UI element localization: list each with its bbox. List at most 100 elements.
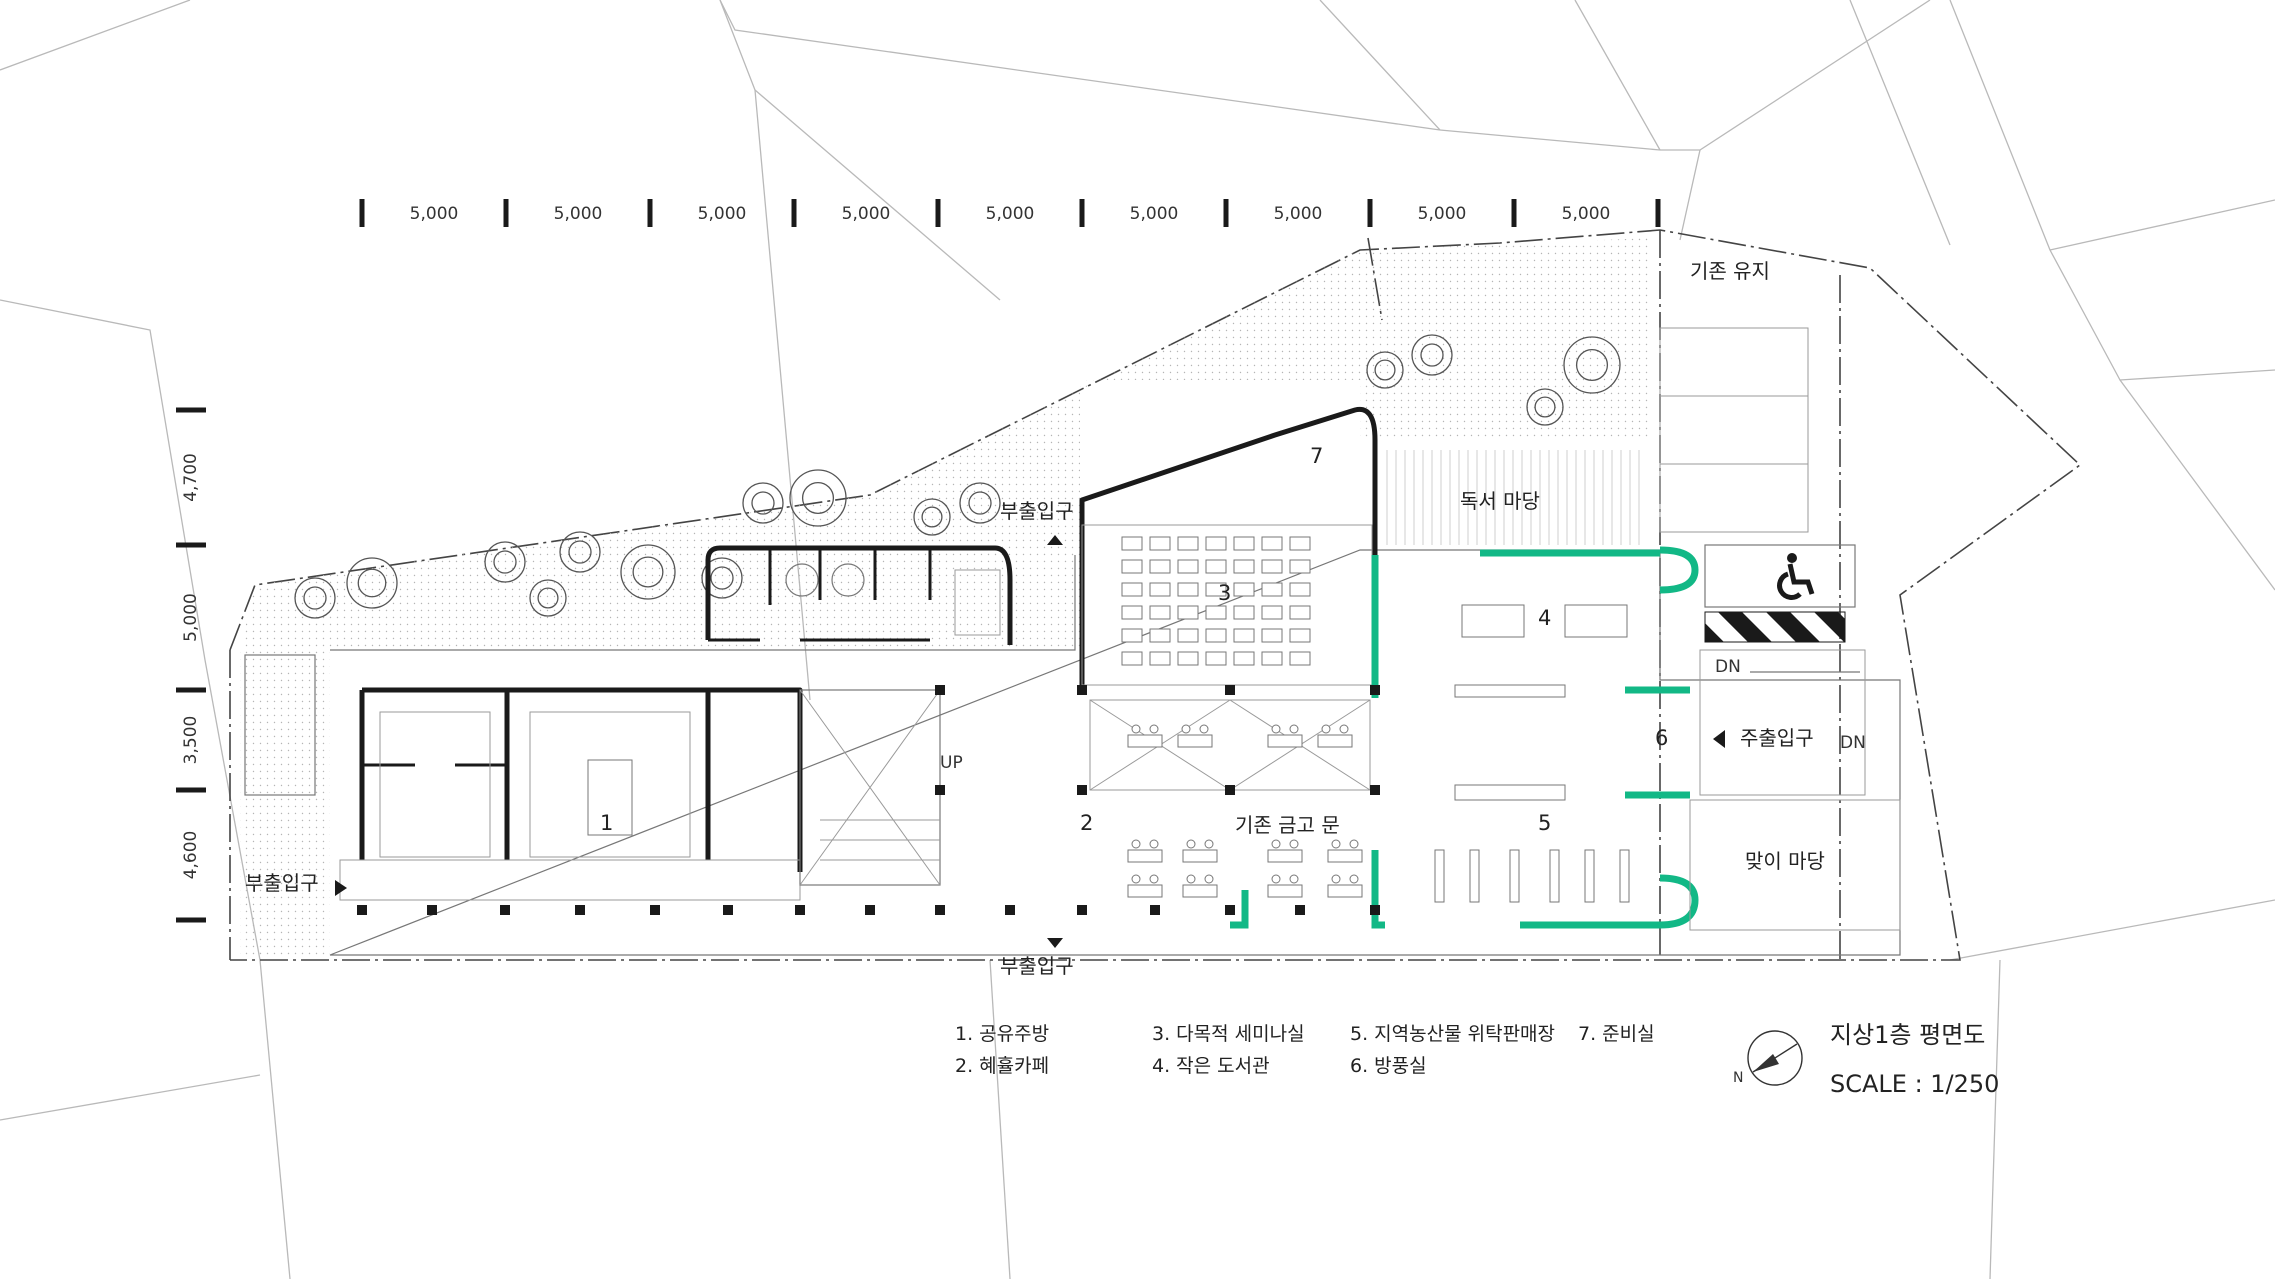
column (1225, 785, 1235, 795)
cafe-table (1267, 724, 1303, 748)
seat (1177, 651, 1199, 666)
column (650, 905, 660, 915)
column (1077, 905, 1087, 915)
column (1370, 905, 1380, 915)
tree-icon (484, 541, 526, 583)
seat (1261, 651, 1283, 666)
cafe-table (1127, 724, 1163, 748)
label-dn-right: DN (1840, 733, 1866, 753)
column (357, 905, 367, 915)
column (1370, 685, 1380, 695)
seat (1205, 536, 1227, 551)
seat (1149, 605, 1171, 620)
dimension-label: 5,000 (698, 204, 747, 224)
label-existing-keep: 기존 유지 (1690, 259, 1770, 283)
dimension-label: 5,000 (554, 204, 603, 224)
shelf (1619, 849, 1630, 903)
room-number-4: 4 (1538, 606, 1551, 630)
tree-icon (1366, 351, 1404, 389)
dimension-label: 5,000 (181, 593, 201, 642)
column (1370, 785, 1380, 795)
seat (1205, 651, 1227, 666)
library-tables (1461, 604, 1628, 638)
seat (1177, 628, 1199, 643)
tree-icon (1563, 336, 1621, 394)
legend-item-2: 2. 혜휼카페 (955, 1055, 1049, 1077)
seat (1289, 582, 1311, 597)
seat (1233, 651, 1255, 666)
column (575, 905, 585, 915)
column (1225, 905, 1235, 915)
shelf (1549, 849, 1560, 903)
room-number-6: 6 (1655, 726, 1668, 750)
dimension-label: 5,000 (1130, 204, 1179, 224)
label-reading-yard: 독서 마당 (1460, 489, 1540, 513)
dimension-label: 5,000 (986, 204, 1035, 224)
seat (1205, 559, 1227, 574)
retail-counter (1454, 784, 1566, 801)
cafe-table (1267, 874, 1303, 898)
column (427, 905, 437, 915)
cafe-tables (1127, 724, 1363, 898)
column (500, 905, 510, 915)
tree-icon (701, 557, 743, 599)
seat (1121, 536, 1143, 551)
tree-icon (559, 531, 601, 573)
seat (1261, 536, 1283, 551)
column (865, 905, 875, 915)
kitchen-walls (339, 687, 803, 901)
label-welcome-yard: 맞이 마당 (1745, 849, 1825, 873)
seat (1121, 628, 1143, 643)
tree-icon (294, 577, 336, 619)
dimension-label: 3,500 (181, 716, 201, 765)
horizontal-dimensions: 5,000 5,000 5,000 5,000 5,000 5,000 5,000 5,000… (359, 199, 1661, 227)
library-shelf (1454, 684, 1566, 698)
seat (1289, 605, 1311, 620)
dimension-label: 5,000 (1418, 204, 1467, 224)
seat (1121, 582, 1143, 597)
column (1150, 905, 1160, 915)
legend-item-7: 7. 준비실 (1578, 1023, 1655, 1045)
seat (1261, 582, 1283, 597)
seat (1149, 628, 1171, 643)
toilet-block (705, 545, 1013, 645)
label-up: UP (940, 753, 963, 773)
cafe-table (1317, 724, 1353, 748)
column (1225, 685, 1235, 695)
library-table (1564, 604, 1628, 638)
dimension-label: 5,000 (1274, 204, 1323, 224)
tree-icon (959, 482, 1001, 524)
seat (1233, 582, 1255, 597)
drawing-title: 지상1층 평면도 (1830, 1021, 1985, 1049)
seat (1149, 536, 1171, 551)
tree-icon (742, 482, 784, 524)
seminar-seats (1121, 536, 1311, 666)
label-existing-vault-door: 기존 금고 문 (1235, 813, 1340, 837)
reading-yard-deck (1385, 450, 1640, 545)
seat (1205, 582, 1227, 597)
dimension-label: 5,000 (410, 204, 459, 224)
room-number-2: 2 (1080, 811, 1093, 835)
hatched-zone (1704, 611, 1846, 643)
tree-icon (529, 579, 567, 617)
column (1077, 785, 1087, 795)
shelf (1509, 849, 1520, 903)
legend-item-6: 6. 방풍실 (1350, 1055, 1427, 1077)
seat (1205, 628, 1227, 643)
label-main-entrance: 주출입구 (1740, 726, 1814, 750)
tree-icon (789, 469, 847, 527)
dimension-label: 5,000 (842, 204, 891, 224)
room-numbers: 1 2 3 4 5 6 7 (600, 444, 1668, 835)
room-number-1: 1 (600, 811, 613, 835)
cafe-table (1127, 839, 1163, 863)
cafe-table (1267, 839, 1303, 863)
landscape-area (240, 238, 1650, 955)
dimension-label: 5,000 (1562, 204, 1611, 224)
column (935, 905, 945, 915)
column (935, 685, 945, 695)
shelf (1469, 849, 1480, 903)
stair (799, 689, 941, 886)
seat (1149, 559, 1171, 574)
svg-text:N: N (1733, 1070, 1743, 1086)
